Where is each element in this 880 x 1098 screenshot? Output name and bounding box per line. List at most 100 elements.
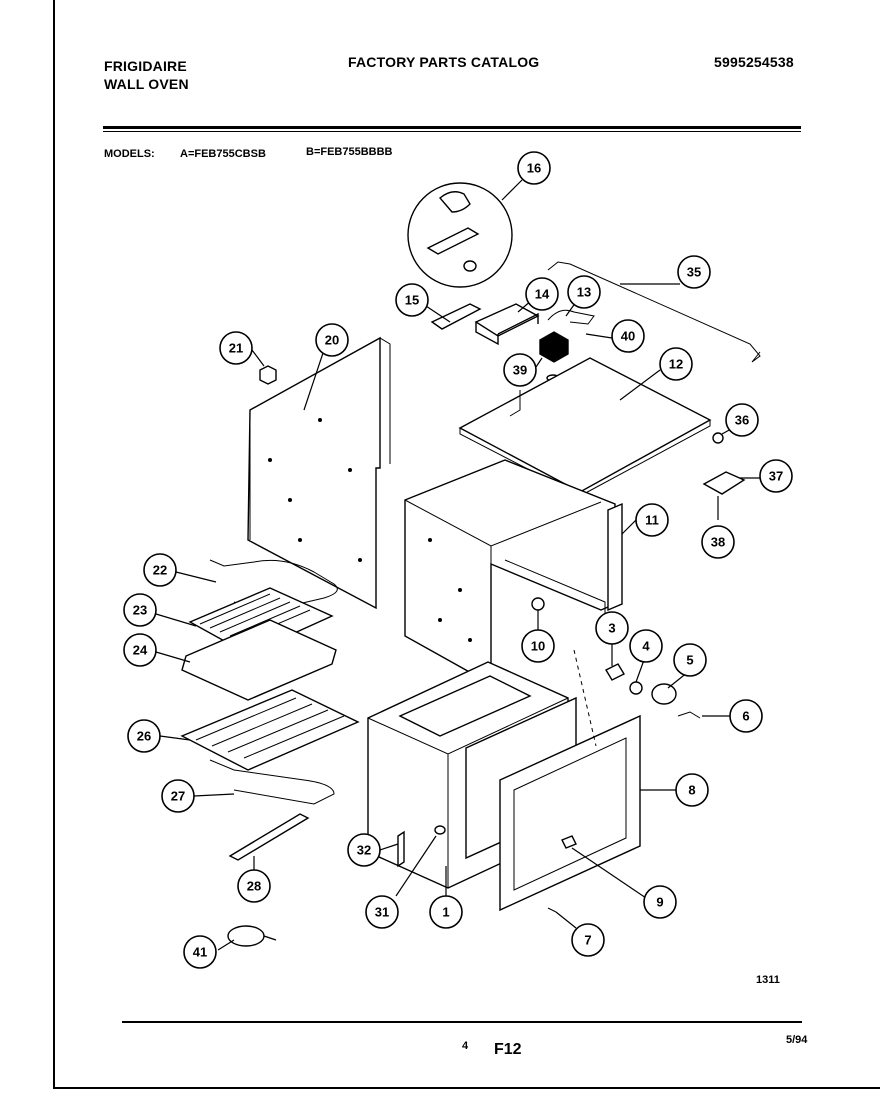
callout-41: 41 (183, 935, 217, 969)
svg-text:16: 16 (527, 161, 541, 176)
callout-22: 22 (143, 553, 177, 587)
callout-16: 16 (517, 151, 551, 185)
models-label: MODELS: (104, 148, 155, 160)
part-13-wire (547, 309, 595, 325)
part-16-detail (407, 182, 513, 288)
svg-text:20: 20 (325, 333, 339, 348)
callout-28: 28 (237, 869, 271, 903)
callout-32: 32 (347, 833, 381, 867)
catalog-title: FACTORY PARTS CATALOG (348, 54, 540, 70)
svg-text:41: 41 (193, 945, 207, 960)
part-28-bracket (228, 813, 310, 861)
part-27-bake-element (209, 759, 335, 805)
part-5-lens (651, 683, 677, 705)
callout-5: 5 (673, 643, 707, 677)
brand-label: FRIGIDAIRE (104, 58, 187, 74)
part-37-bracket (702, 471, 746, 495)
callout-3: 3 (595, 611, 629, 645)
part-35-harness (547, 261, 761, 363)
callout-7: 7 (571, 923, 605, 957)
svg-text:14: 14 (535, 287, 550, 302)
svg-text:9: 9 (656, 895, 663, 910)
svg-text:32: 32 (357, 843, 371, 858)
callout-10: 10 (521, 629, 555, 663)
page-number: 4 (462, 1040, 469, 1052)
svg-text:6: 6 (742, 709, 749, 724)
part-11-cabinet (404, 459, 623, 686)
svg-text:22: 22 (153, 563, 167, 578)
part-12-top-panel (458, 357, 712, 497)
part-26-oven-rack (180, 689, 360, 771)
svg-text:37: 37 (769, 469, 783, 484)
svg-text:31: 31 (375, 905, 389, 920)
callout-23: 23 (123, 593, 157, 627)
svg-text:27: 27 (171, 789, 185, 804)
part-36-screw (712, 432, 724, 444)
svg-text:40: 40 (621, 329, 635, 344)
part-41-thermostat (227, 925, 277, 947)
callout-8: 8 (675, 773, 709, 807)
part-24-broil-pan (181, 619, 337, 701)
callout-35: 35 (677, 255, 711, 289)
svg-text:13: 13 (577, 285, 591, 300)
callout-31: 31 (365, 895, 399, 929)
model-b: B=FEB755BBBB (306, 146, 393, 158)
part-21-clip (259, 365, 277, 385)
header-rule-thin (103, 131, 801, 132)
figure-label: F12 (494, 1041, 522, 1058)
part-10-grommet (531, 597, 545, 611)
part-7-screw (547, 907, 557, 913)
svg-text:3: 3 (608, 621, 615, 636)
footer-rule (122, 1021, 802, 1023)
part-15-bracket (430, 303, 482, 330)
part-31-screw (434, 825, 446, 835)
callout-37: 37 (759, 459, 793, 493)
callout-6: 6 (729, 699, 763, 733)
part-14-switch (474, 303, 540, 346)
svg-text:38: 38 (711, 535, 725, 550)
header-rule (103, 126, 801, 129)
callout-38: 38 (701, 525, 735, 559)
callout-27: 27 (161, 779, 195, 813)
callout-39: 39 (503, 353, 537, 387)
svg-text:10: 10 (531, 639, 545, 654)
svg-text:26: 26 (137, 729, 151, 744)
figure-code: 1311 (756, 974, 780, 986)
product-label: WALL OVEN (104, 76, 189, 92)
svg-text:15: 15 (405, 293, 419, 308)
part-32-strip (397, 830, 405, 868)
model-a: A=FEB755CBSB (180, 148, 266, 160)
part-39-relay (539, 331, 569, 363)
date-label: 5/94 (786, 1034, 808, 1046)
svg-text:8: 8 (688, 783, 695, 798)
part-4-bulb (629, 681, 643, 695)
svg-text:35: 35 (687, 265, 701, 280)
callout-1: 1 (429, 895, 463, 929)
guide-line (573, 649, 597, 747)
callout-36: 36 (725, 403, 759, 437)
part-20-panel (247, 336, 391, 610)
part-3-light-socket (605, 663, 625, 681)
svg-text:7: 7 (584, 933, 591, 948)
callout-4: 4 (629, 629, 663, 663)
svg-text:1: 1 (442, 905, 449, 920)
part-22-broil-element (209, 559, 338, 613)
callout-40: 40 (611, 319, 645, 353)
catalog-number: 5995254538 (714, 54, 794, 70)
svg-text:21: 21 (229, 341, 243, 356)
part-6-wire (677, 711, 701, 719)
callout-11: 11 (635, 503, 669, 537)
part-8-front-frame (499, 714, 641, 912)
svg-text:36: 36 (735, 413, 749, 428)
callout-14: 14 (525, 277, 559, 311)
svg-text:12: 12 (669, 357, 683, 372)
svg-text:28: 28 (247, 879, 261, 894)
callout-12: 12 (659, 347, 693, 381)
svg-text:39: 39 (513, 363, 527, 378)
svg-text:4: 4 (642, 639, 650, 654)
svg-text:11: 11 (645, 513, 659, 528)
callout-26: 26 (127, 719, 161, 753)
callout-20: 20 (315, 323, 349, 357)
leader-lines (155, 179, 760, 951)
